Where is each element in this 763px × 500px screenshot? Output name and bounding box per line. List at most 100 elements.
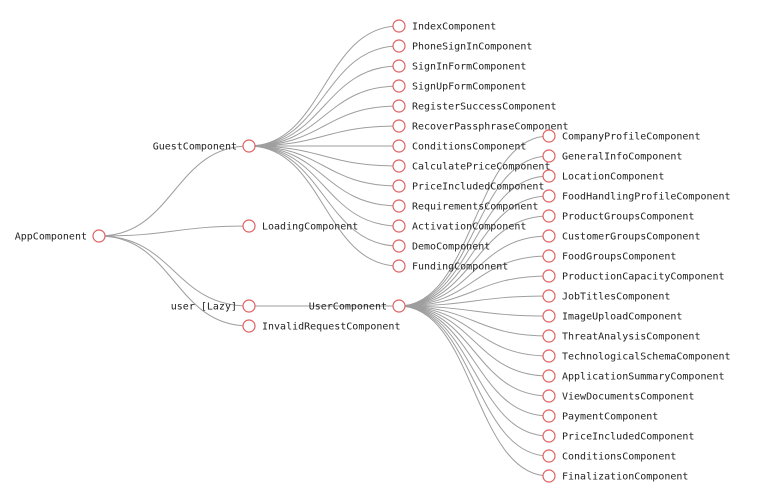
node-imageuploadcomponent[interactable]: ImageUploadComponent: [542, 309, 682, 323]
node-circle[interactable]: [542, 189, 556, 203]
node-circle[interactable]: [392, 159, 406, 173]
node-phonesignincomponent[interactable]: PhoneSignInComponent: [392, 39, 532, 53]
node-circle[interactable]: [242, 139, 256, 153]
node-technologicalschemacomponent[interactable]: TechnologicalSchemaComponent: [542, 349, 731, 363]
node-circle[interactable]: [392, 139, 406, 153]
tree-link: [248, 45, 400, 147]
node-label: IndexComponent: [412, 22, 496, 33]
tree-link: [98, 235, 250, 327]
node-finalizationcomponent[interactable]: FinalizationComponent: [542, 469, 688, 483]
node-companyprofilecomponent[interactable]: CompanyProfileComponent: [542, 129, 700, 143]
node-circle[interactable]: [542, 229, 556, 243]
node-recoverpassphrasecomponent[interactable]: RecoverPassphraseComponent: [392, 119, 569, 133]
node-invalidrequestcomponent[interactable]: InvalidRequestComponent: [242, 319, 400, 333]
node-conditionscomponent[interactable]: ConditionsComponent: [392, 139, 526, 153]
node-label: FundingComponent: [412, 262, 508, 273]
node-circle[interactable]: [542, 429, 556, 443]
node-circle[interactable]: [542, 309, 556, 323]
node-circle[interactable]: [542, 129, 556, 143]
node-priceincludedcomponent[interactable]: PriceIncludedComponent: [542, 429, 694, 443]
node-jobtitlescomponent[interactable]: JobTitlesComponent: [542, 289, 670, 303]
node-circle[interactable]: [542, 449, 556, 463]
node-appcomponent[interactable]: AppComponent: [15, 229, 106, 243]
tree-link: [98, 145, 250, 237]
tree-link: [398, 305, 550, 357]
tree-link: [248, 145, 400, 227]
node-circle[interactable]: [392, 299, 406, 313]
node-applicationsummarycomponent[interactable]: ApplicationSummaryComponent: [542, 369, 725, 383]
node-fundingcomponent[interactable]: FundingComponent: [392, 259, 508, 273]
node-circle[interactable]: [542, 369, 556, 383]
node-circle[interactable]: [242, 299, 256, 313]
node-circle[interactable]: [542, 269, 556, 283]
tree-link: [398, 195, 550, 307]
node-label: CalculatePriceComponent: [412, 162, 550, 173]
node-indexcomponent[interactable]: IndexComponent: [392, 19, 496, 33]
node-conditionscomponent[interactable]: ConditionsComponent: [542, 449, 676, 463]
node-circle[interactable]: [542, 289, 556, 303]
node-circle[interactable]: [392, 59, 406, 73]
node-circle[interactable]: [392, 259, 406, 273]
node-foodhandlingprofilecomponent[interactable]: FoodHandlingProfileComponent: [542, 189, 731, 203]
node-circle[interactable]: [242, 319, 256, 333]
node-registersuccesscomponent[interactable]: RegisterSuccessComponent: [392, 99, 557, 113]
node-label: RecoverPassphraseComponent: [412, 122, 569, 133]
node-locationcomponent[interactable]: LocationComponent: [542, 169, 664, 183]
node-circle[interactable]: [542, 349, 556, 363]
node-circle[interactable]: [542, 469, 556, 483]
node-circle[interactable]: [392, 199, 406, 213]
node-loadingcomponent[interactable]: LoadingComponent: [242, 219, 358, 233]
node-circle[interactable]: [392, 19, 406, 33]
node-customergroupscomponent[interactable]: CustomerGroupsComponent: [542, 229, 700, 243]
node-circle[interactable]: [392, 179, 406, 193]
node-circle[interactable]: [542, 409, 556, 423]
node-viewdocumentscomponent[interactable]: ViewDocumentsComponent: [542, 389, 694, 403]
node-productioncapacitycomponent[interactable]: ProductionCapacityComponent: [542, 269, 725, 283]
node-circle[interactable]: [542, 149, 556, 163]
node-label: ConditionsComponent: [562, 452, 676, 463]
node-label: PhoneSignInComponent: [412, 42, 532, 53]
node-activationcomponent[interactable]: ActivationComponent: [392, 219, 526, 233]
node-circle[interactable]: [392, 39, 406, 53]
node-foodgroupscomponent[interactable]: FoodGroupsComponent: [542, 249, 676, 263]
tree-links: [98, 25, 550, 477]
node-user-lazy[interactable]: user [Lazy]: [171, 299, 256, 313]
tree-link: [398, 255, 550, 307]
node-label: ConditionsComponent: [412, 142, 526, 153]
tree-link: [248, 145, 400, 247]
node-signupformcomponent[interactable]: SignUpFormComponent: [392, 79, 526, 93]
node-paymentcomponent[interactable]: PaymentComponent: [542, 409, 658, 423]
node-circle[interactable]: [542, 209, 556, 223]
node-calculatepricecomponent[interactable]: CalculatePriceComponent: [392, 159, 550, 173]
node-circle[interactable]: [242, 219, 256, 233]
node-circle[interactable]: [542, 169, 556, 183]
node-priceincludedcomponent[interactable]: PriceIncludedComponent: [392, 179, 544, 193]
node-circle[interactable]: [542, 389, 556, 403]
node-signinformcomponent[interactable]: SignInFormComponent: [392, 59, 526, 73]
tree-nodes: AppComponent GuestComponentLoadingCompone…: [15, 19, 731, 483]
node-generalinfocomponent[interactable]: GeneralInfoComponent: [542, 149, 682, 163]
node-guestcomponent[interactable]: GuestComponent: [153, 139, 256, 153]
node-circle[interactable]: [92, 229, 106, 243]
tree-link: [398, 135, 550, 307]
node-requirementscomponent[interactable]: RequirementsComponent: [392, 199, 538, 213]
node-usercomponent[interactable]: UserComponent: [309, 299, 406, 313]
node-democomponent[interactable]: DemoComponent: [392, 239, 490, 253]
node-circle[interactable]: [392, 219, 406, 233]
node-label: ProductionCapacityComponent: [562, 272, 725, 283]
node-circle[interactable]: [392, 119, 406, 133]
node-circle[interactable]: [542, 249, 556, 263]
node-label: ApplicationSummaryComponent: [562, 372, 725, 383]
node-circle[interactable]: [542, 329, 556, 343]
node-circle[interactable]: [392, 239, 406, 253]
tree-link: [248, 145, 400, 267]
node-label: SignUpFormComponent: [412, 82, 526, 93]
node-circle[interactable]: [392, 79, 406, 93]
node-circle[interactable]: [392, 99, 406, 113]
node-label: PaymentComponent: [562, 412, 658, 423]
node-label: RequirementsComponent: [412, 202, 538, 213]
node-productgroupscomponent[interactable]: ProductGroupsComponent: [542, 209, 694, 223]
tree-link: [398, 305, 550, 437]
tree-link: [398, 305, 550, 397]
node-threatanalysiscomponent[interactable]: ThreatAnalysisComponent: [542, 329, 700, 343]
